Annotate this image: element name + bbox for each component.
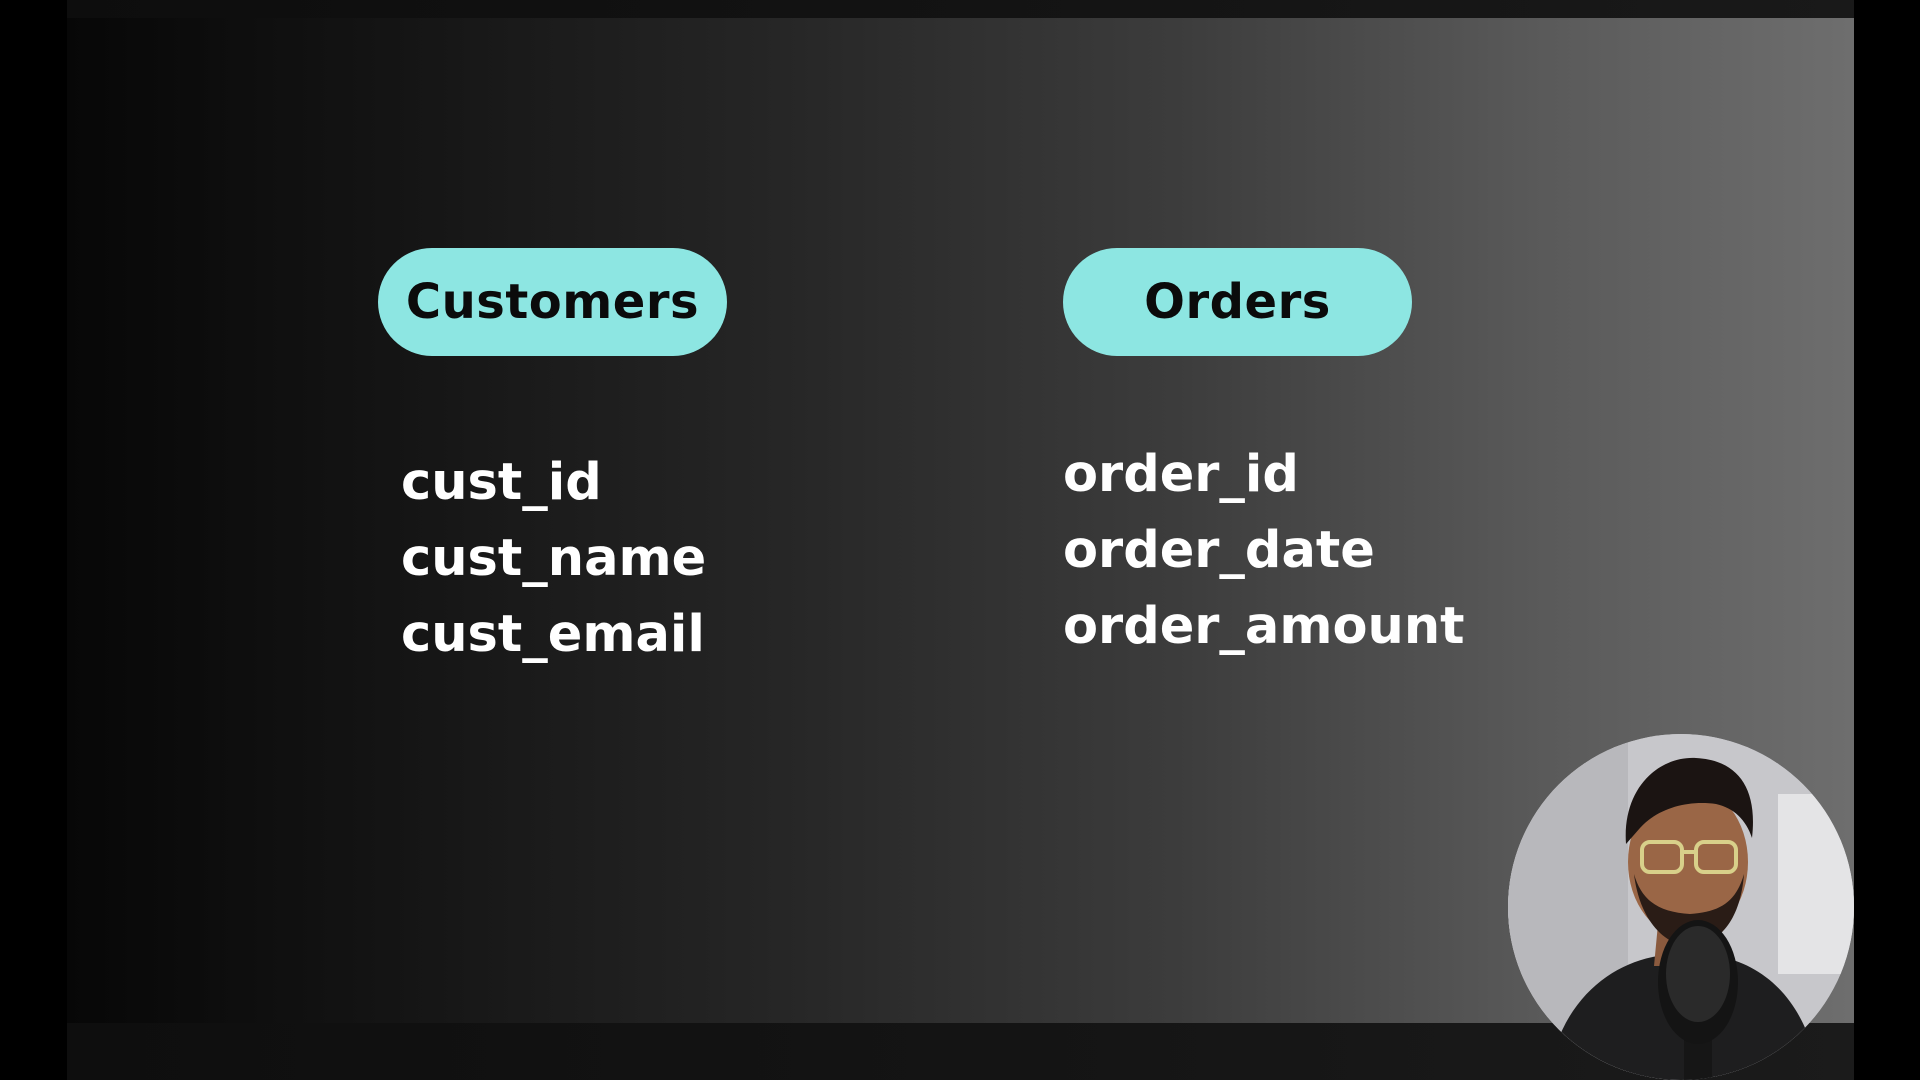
field-cust-id: cust_id (401, 453, 602, 512)
customers-field-list: cust_id cust_name cust_email (401, 445, 706, 673)
presenter-webcam-icon (1508, 734, 1854, 1080)
orders-table-name: Orders (1144, 274, 1331, 330)
field-cust-name: cust_name (401, 529, 707, 588)
field-order-date: order_date (1063, 521, 1375, 580)
field-cust-email: cust_email (401, 605, 705, 664)
bottom-bar (67, 1023, 1854, 1080)
orders-field-list: order_id order_date order_amount (1063, 437, 1465, 665)
customers-table-label: Customers (378, 248, 727, 356)
customers-table-name: Customers (405, 274, 700, 330)
orders-table-label: Orders (1063, 248, 1412, 356)
field-order-amount: order_amount (1063, 597, 1465, 656)
field-order-id: order_id (1063, 445, 1299, 504)
presenter-webcam (1508, 734, 1854, 1080)
top-bar (67, 0, 1854, 18)
